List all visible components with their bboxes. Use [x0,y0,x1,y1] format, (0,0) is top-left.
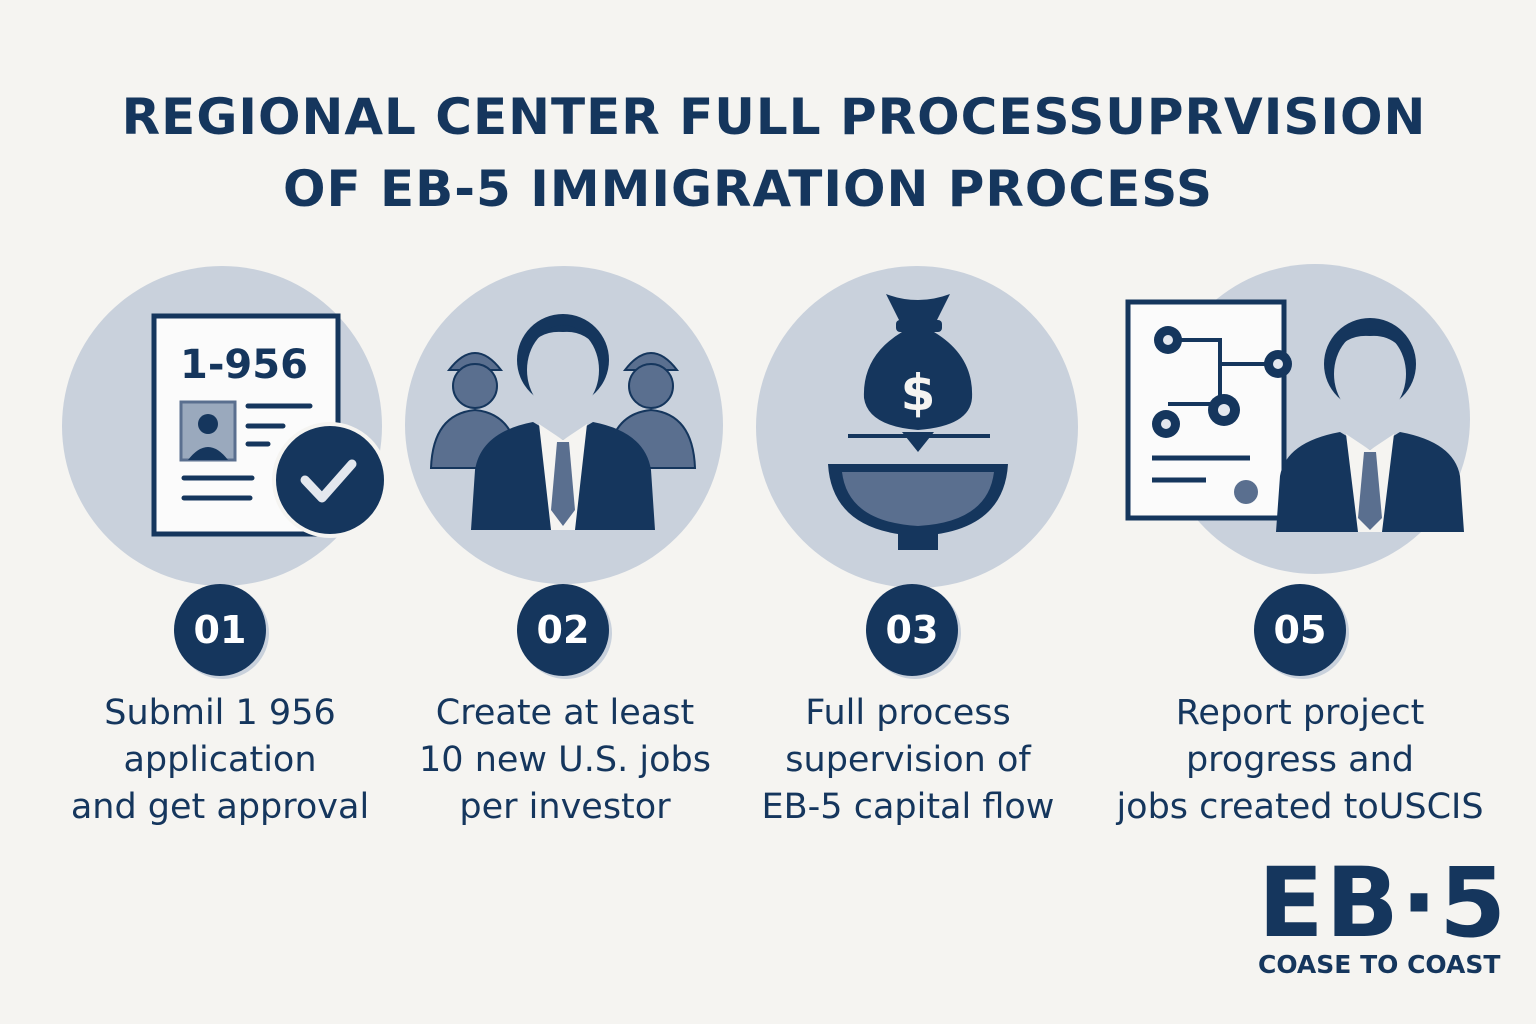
logo-main-text: EB·5 [1258,847,1509,959]
step-number-badge: 05 [1254,584,1346,676]
description-line: application [123,740,317,780]
logo-subtitle: COASE TO COAST [1258,950,1501,979]
step-3: $ 03 Full process supervision of EB-5 ca… [718,0,1098,1024]
description-line: Create at least [435,693,695,733]
description-line: 10 new U.S. jobs [419,740,711,780]
description-line: EB-5 capital flow [761,787,1055,827]
form-label: 1-956 [180,342,308,388]
description-line: and get approval [70,787,370,827]
page-title-line-2: OF EB-5 IMMIGRATION PROCESS [282,160,1214,218]
description-line: supervision of [785,740,1031,780]
description-line: Submil 1 956 [104,693,336,733]
step-1: 1-956 01 Submil 1 956 application and ge… [30,0,410,1024]
step-description: Full process supervision of EB-5 capital… [718,690,1098,831]
money-bag-bowl-icon: $ [828,294,1008,550]
report-businessman-icon [1125,299,1464,532]
step-number-badge: 02 [517,584,609,676]
step-2: 02 Create at least 10 new U.S. jobs per … [375,0,755,1024]
dollar-sign: $ [901,364,936,422]
description-line: jobs created toUSCIS [1116,787,1484,827]
step-4: 05 Report project progress and jobs crea… [1110,0,1490,1024]
step-number-badge: 01 [174,584,266,676]
description-line: per investor [459,787,671,827]
workers-group-icon [429,314,697,530]
step-description: Report project progress and jobs created… [1110,690,1490,831]
form-checkmark-icon: 1-956 [151,313,388,538]
page-title-line-1: REGIONAL CENTER FULL PROCESSUPRVISION [121,88,1427,146]
description-line: Report project [1175,693,1425,733]
eb5-logo: EB·5 COASE TO COAST [1258,847,1509,979]
step-description: Submil 1 956 application and get approva… [30,690,410,831]
description-line: progress and [1185,740,1415,780]
step-description: Create at least 10 new U.S. jobs per inv… [375,690,755,831]
description-line: Full process [805,693,1011,733]
step-number-badge: 03 [866,584,958,676]
